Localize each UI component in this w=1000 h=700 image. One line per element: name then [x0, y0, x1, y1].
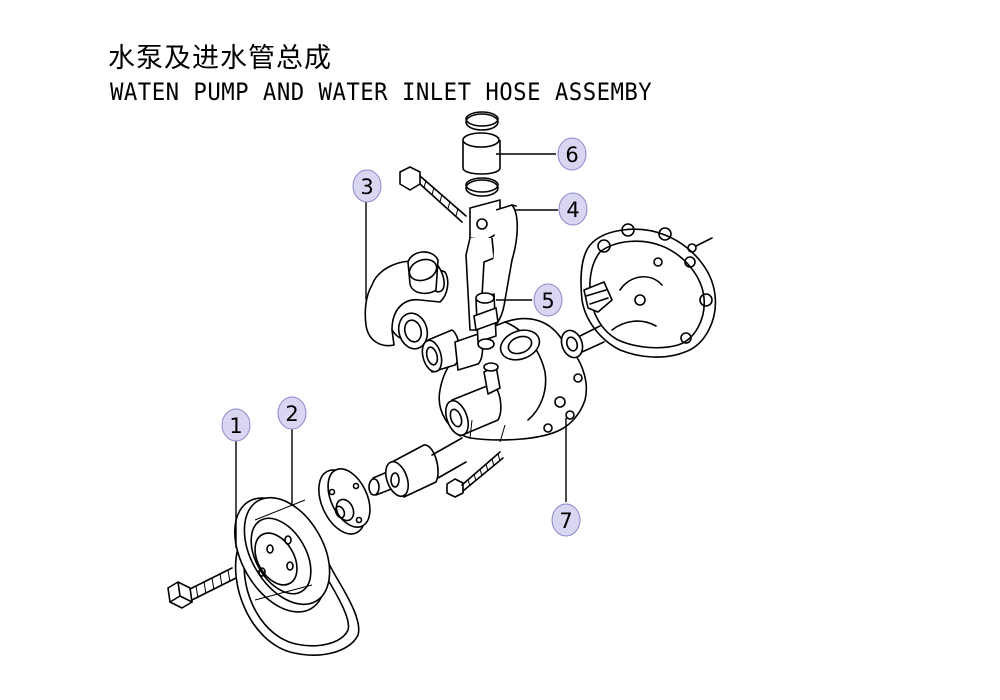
callout-3: 3 [352, 169, 382, 203]
pipe-bracket-part [465, 199, 519, 331]
callout-4-label: 4 [566, 198, 579, 222]
callout-1-bubble [221, 408, 251, 442]
inlet-hose-part [364, 251, 449, 350]
callout-6: 6 [557, 137, 587, 171]
fitting-part [473, 292, 499, 350]
title-chinese: 水泵及进水管总成 [108, 43, 332, 74]
sleeve-and-rings-part [462, 111, 501, 197]
callout-1-label: 1 [229, 414, 242, 438]
callout-7-label: 7 [559, 509, 572, 533]
callout-7: 7 [551, 503, 581, 537]
hub-flange-part [318, 468, 371, 535]
title-english: WATEN PUMP AND WATER INLET HOSE ASSEMBY [110, 78, 653, 106]
callout-5: 5 [533, 283, 563, 317]
callout-2-label: 2 [285, 402, 298, 426]
callout-1: 1 [221, 408, 251, 442]
leader-lines [235, 153, 567, 548]
stud-bolt-part [446, 451, 504, 498]
callout-5-label: 5 [541, 289, 554, 313]
callout-6-bubble [557, 137, 587, 171]
callout-4: 4 [558, 192, 588, 226]
callout-3-bubble [352, 169, 382, 203]
shaft-bearing-part [368, 437, 467, 498]
pump-cover-gasket-part [560, 223, 717, 359]
bracket-bolt-part [399, 166, 467, 223]
callout-2: 2 [277, 396, 307, 430]
pulley-bolt-part [167, 567, 237, 609]
callout-2-bubble [277, 396, 307, 430]
callout-3-label: 3 [360, 175, 373, 199]
hose-sleeve-part [421, 329, 484, 373]
pulley-part [233, 496, 331, 613]
callout-5-bubble [533, 283, 563, 317]
callout-7-bubble [551, 503, 581, 537]
callout-6-label: 6 [565, 143, 578, 167]
callout-4-bubble [558, 192, 588, 226]
